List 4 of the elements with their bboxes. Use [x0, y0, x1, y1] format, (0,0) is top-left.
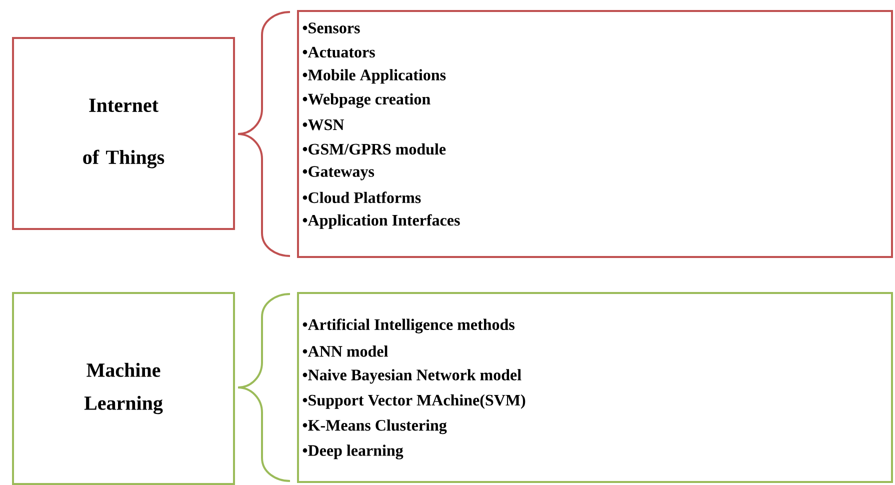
title-box: Internet of Things — [12, 37, 235, 230]
list-box: •Artificial Intelligence methods •ANN model •Naive Bayesian Network model •Support Vector MAchine(SVM) •K-Means Clustering •Deep learning — [297, 292, 893, 483]
title-box: Machine Learning — [12, 292, 235, 485]
list-box: •Sensors •Actuators •Mobile Applications •Webpage creation •WSN •GSM/GPRS module •Gateways •Cloud Platforms •Application Interfaces — [297, 10, 893, 258]
